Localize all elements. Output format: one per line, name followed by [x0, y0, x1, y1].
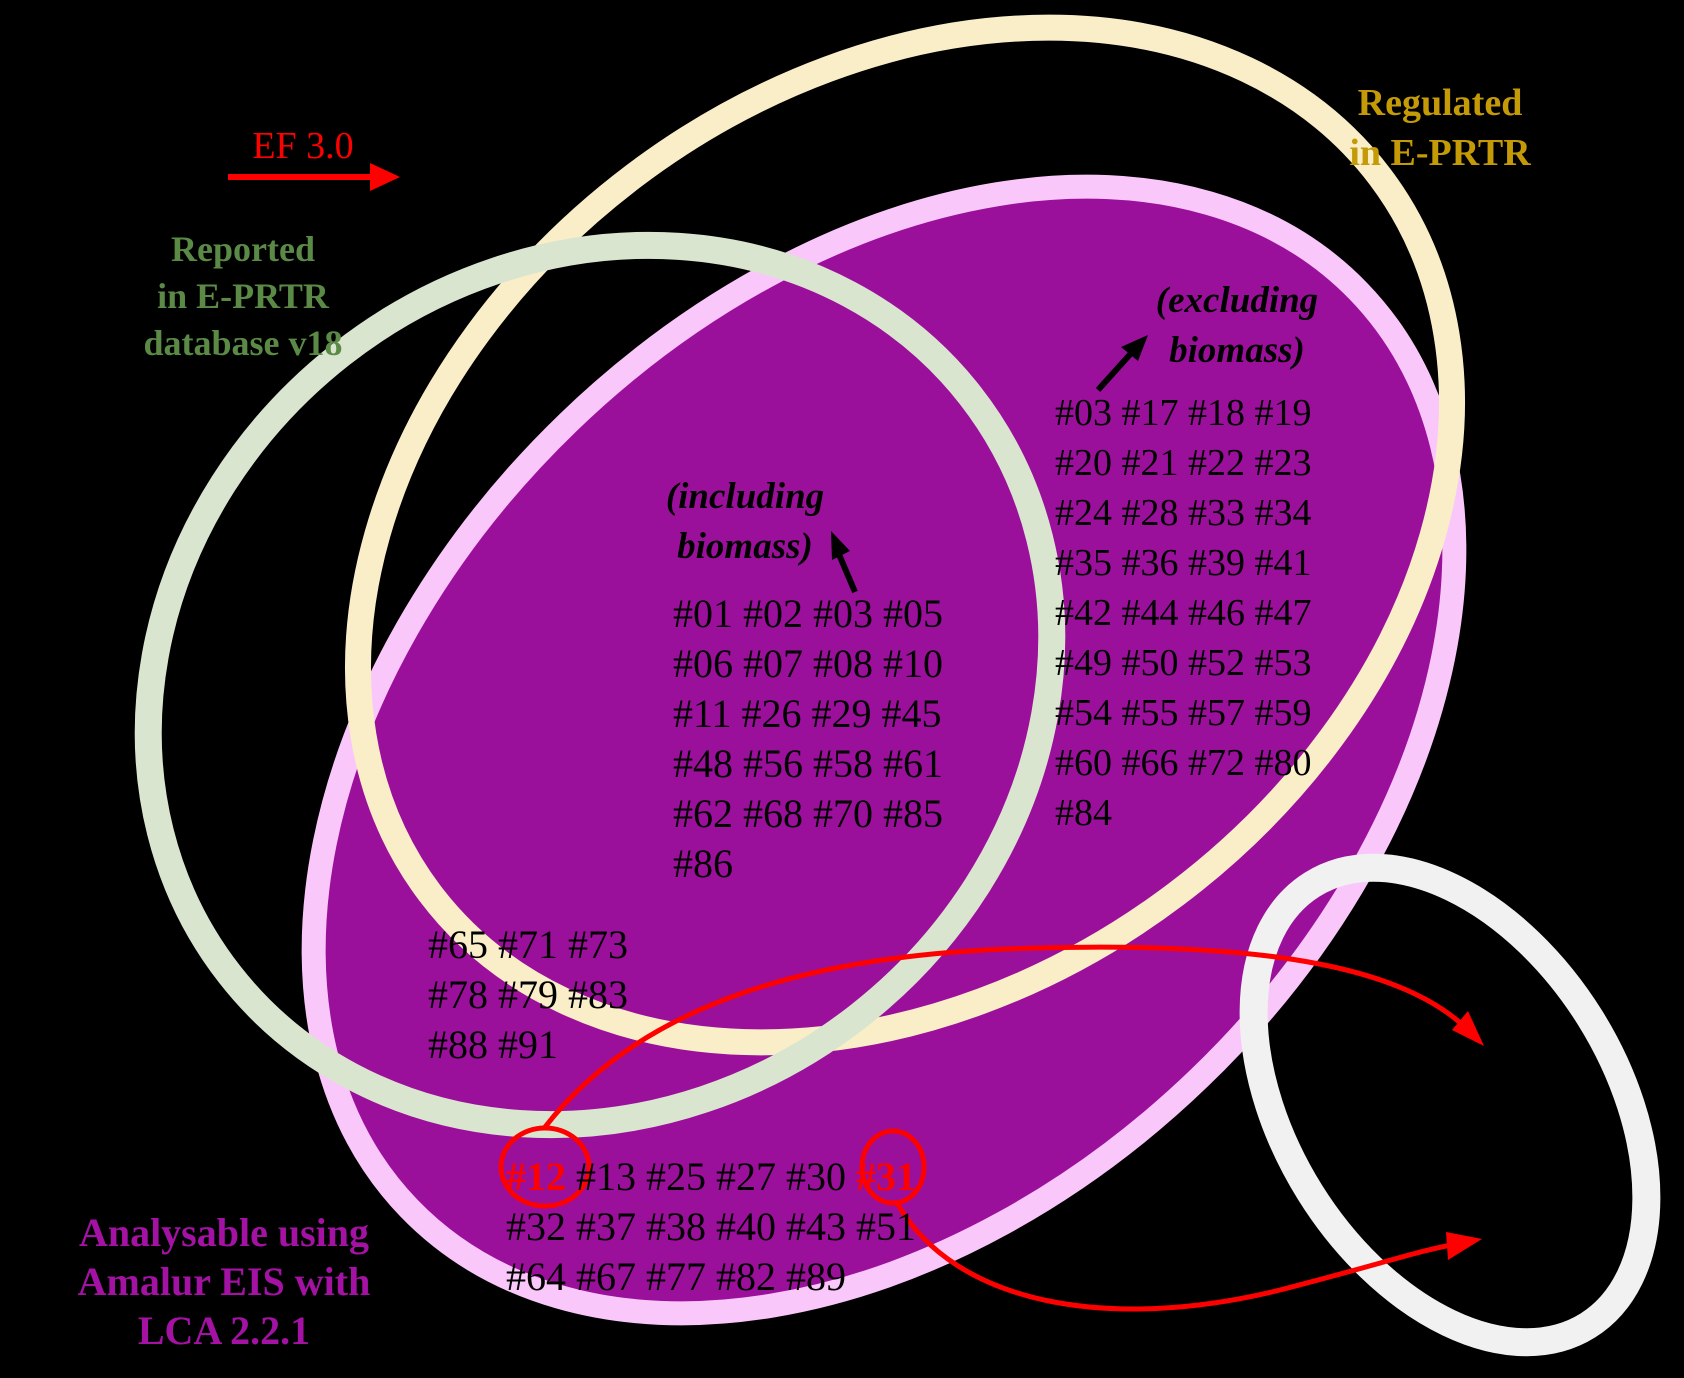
- ellipse-analysable-set: [301, 174, 1467, 1326]
- numbers-line: #84: [1055, 792, 1112, 834]
- excluding-biomass-note-line: (excluding: [1155, 280, 1319, 321]
- numbers-line: #48 #56 #58 #61: [673, 741, 943, 786]
- numbers-line: #64 #67 #77 #82 #89: [506, 1254, 846, 1299]
- numbers-line: #11 #26 #29 #45: [673, 691, 942, 736]
- numbers-reported-regulated-analysable: #01 #02 #03 #05 #06 #07 #08 #10 #11 #26 …: [673, 589, 943, 889]
- reported-set-label-line: database v18: [143, 323, 343, 363]
- ring-regulated-set: [345, 14, 1465, 1056]
- connector-31-to-ring: [894, 1201, 1482, 1312]
- analysable-set-label-line: Analysable using: [78, 1210, 370, 1255]
- numbers-line: #49 #50 #52 #53: [1055, 642, 1312, 684]
- including-biomass-note: (including biomass): [666, 472, 824, 572]
- numbers-reported-analysable: #65 #71 #73 #78 #79 #83 #88 #91: [428, 920, 628, 1070]
- numbers-line: #20 #21 #22 #23: [1055, 442, 1312, 484]
- numbers-line-middle: #13 #25 #27 #30: [566, 1154, 856, 1199]
- reported-set-label-line: in E-PRTR: [157, 276, 329, 316]
- numbers-line: #65 #71 #73: [428, 922, 628, 967]
- regulated-set-label-line: Regulated: [1357, 82, 1523, 124]
- connector-12-to-ring: [543, 944, 1484, 1129]
- analysable-set-label: Analysable using Amalur EIS with LCA 2.2…: [78, 1208, 371, 1355]
- numbers-line: #35 #36 #39 #41: [1055, 542, 1312, 584]
- including-biomass-note-line: (including: [665, 476, 825, 517]
- numbers-line: #62 #68 #70 #85: [673, 791, 943, 836]
- numbers-line: #60 #66 #72 #80: [1055, 742, 1312, 784]
- numbers-line: #78 #79 #83: [428, 972, 628, 1017]
- highlighted-number-12: #12: [506, 1154, 566, 1199]
- excluding-biomass-note: (excluding biomass): [1156, 276, 1318, 376]
- numbers-line: #86: [673, 841, 733, 886]
- numbers-line: #88 #91: [428, 1022, 558, 1067]
- highlight-circle-12: [498, 1125, 592, 1209]
- numbers-line: #54 #55 #57 #59: [1055, 692, 1312, 734]
- regulated-set-label-line: in E-PRTR: [1349, 132, 1531, 174]
- highlight-circle-31: [859, 1128, 927, 1206]
- numbers-regulated-analysable: #03 #17 #18 #19 #20 #21 #22 #23 #24 #28 …: [1055, 388, 1312, 838]
- reported-set-label: Reported in E-PRTR database v18: [143, 226, 342, 367]
- ef-arrow: [228, 163, 400, 191]
- including-biomass-note-line: biomass): [677, 526, 813, 567]
- excluding-biomass-note-line: biomass): [1169, 330, 1305, 371]
- highlighted-number-31: #31: [856, 1154, 916, 1199]
- including-biomass-arrow: [831, 531, 858, 594]
- analysable-set-label-line: Amalur EIS with: [77, 1259, 371, 1304]
- reported-set-label-line: Reported: [171, 229, 315, 269]
- numbers-line: #01 #02 #03 #05: [673, 591, 943, 636]
- analysable-set-label-line: LCA 2.2.1: [137, 1308, 311, 1353]
- numbers-line: #32 #37 #38 #40 #43 #51: [506, 1204, 916, 1249]
- excluding-biomass-arrow: [1095, 335, 1148, 393]
- numbers-line: #06 #07 #08 #10: [673, 641, 943, 686]
- numbers-line: #42 #44 #46 #47: [1055, 592, 1312, 634]
- numbers-line: #12 #13 #25 #27 #30 #31: [506, 1152, 916, 1202]
- ef-version-label: EF 3.0: [252, 125, 354, 167]
- ring-reported-set: [134, 231, 1066, 1139]
- regulated-set-label: Regulated in E-PRTR: [1349, 78, 1530, 178]
- numbers-line: #03 #17 #18 #19: [1055, 392, 1312, 434]
- numbers-analysable-only: #12 #13 #25 #27 #30 #31 #32 #37 #38 #40 …: [506, 1152, 916, 1302]
- ring-unlabeled-set: [1239, 853, 1661, 1357]
- numbers-line: #24 #28 #33 #34: [1055, 492, 1312, 534]
